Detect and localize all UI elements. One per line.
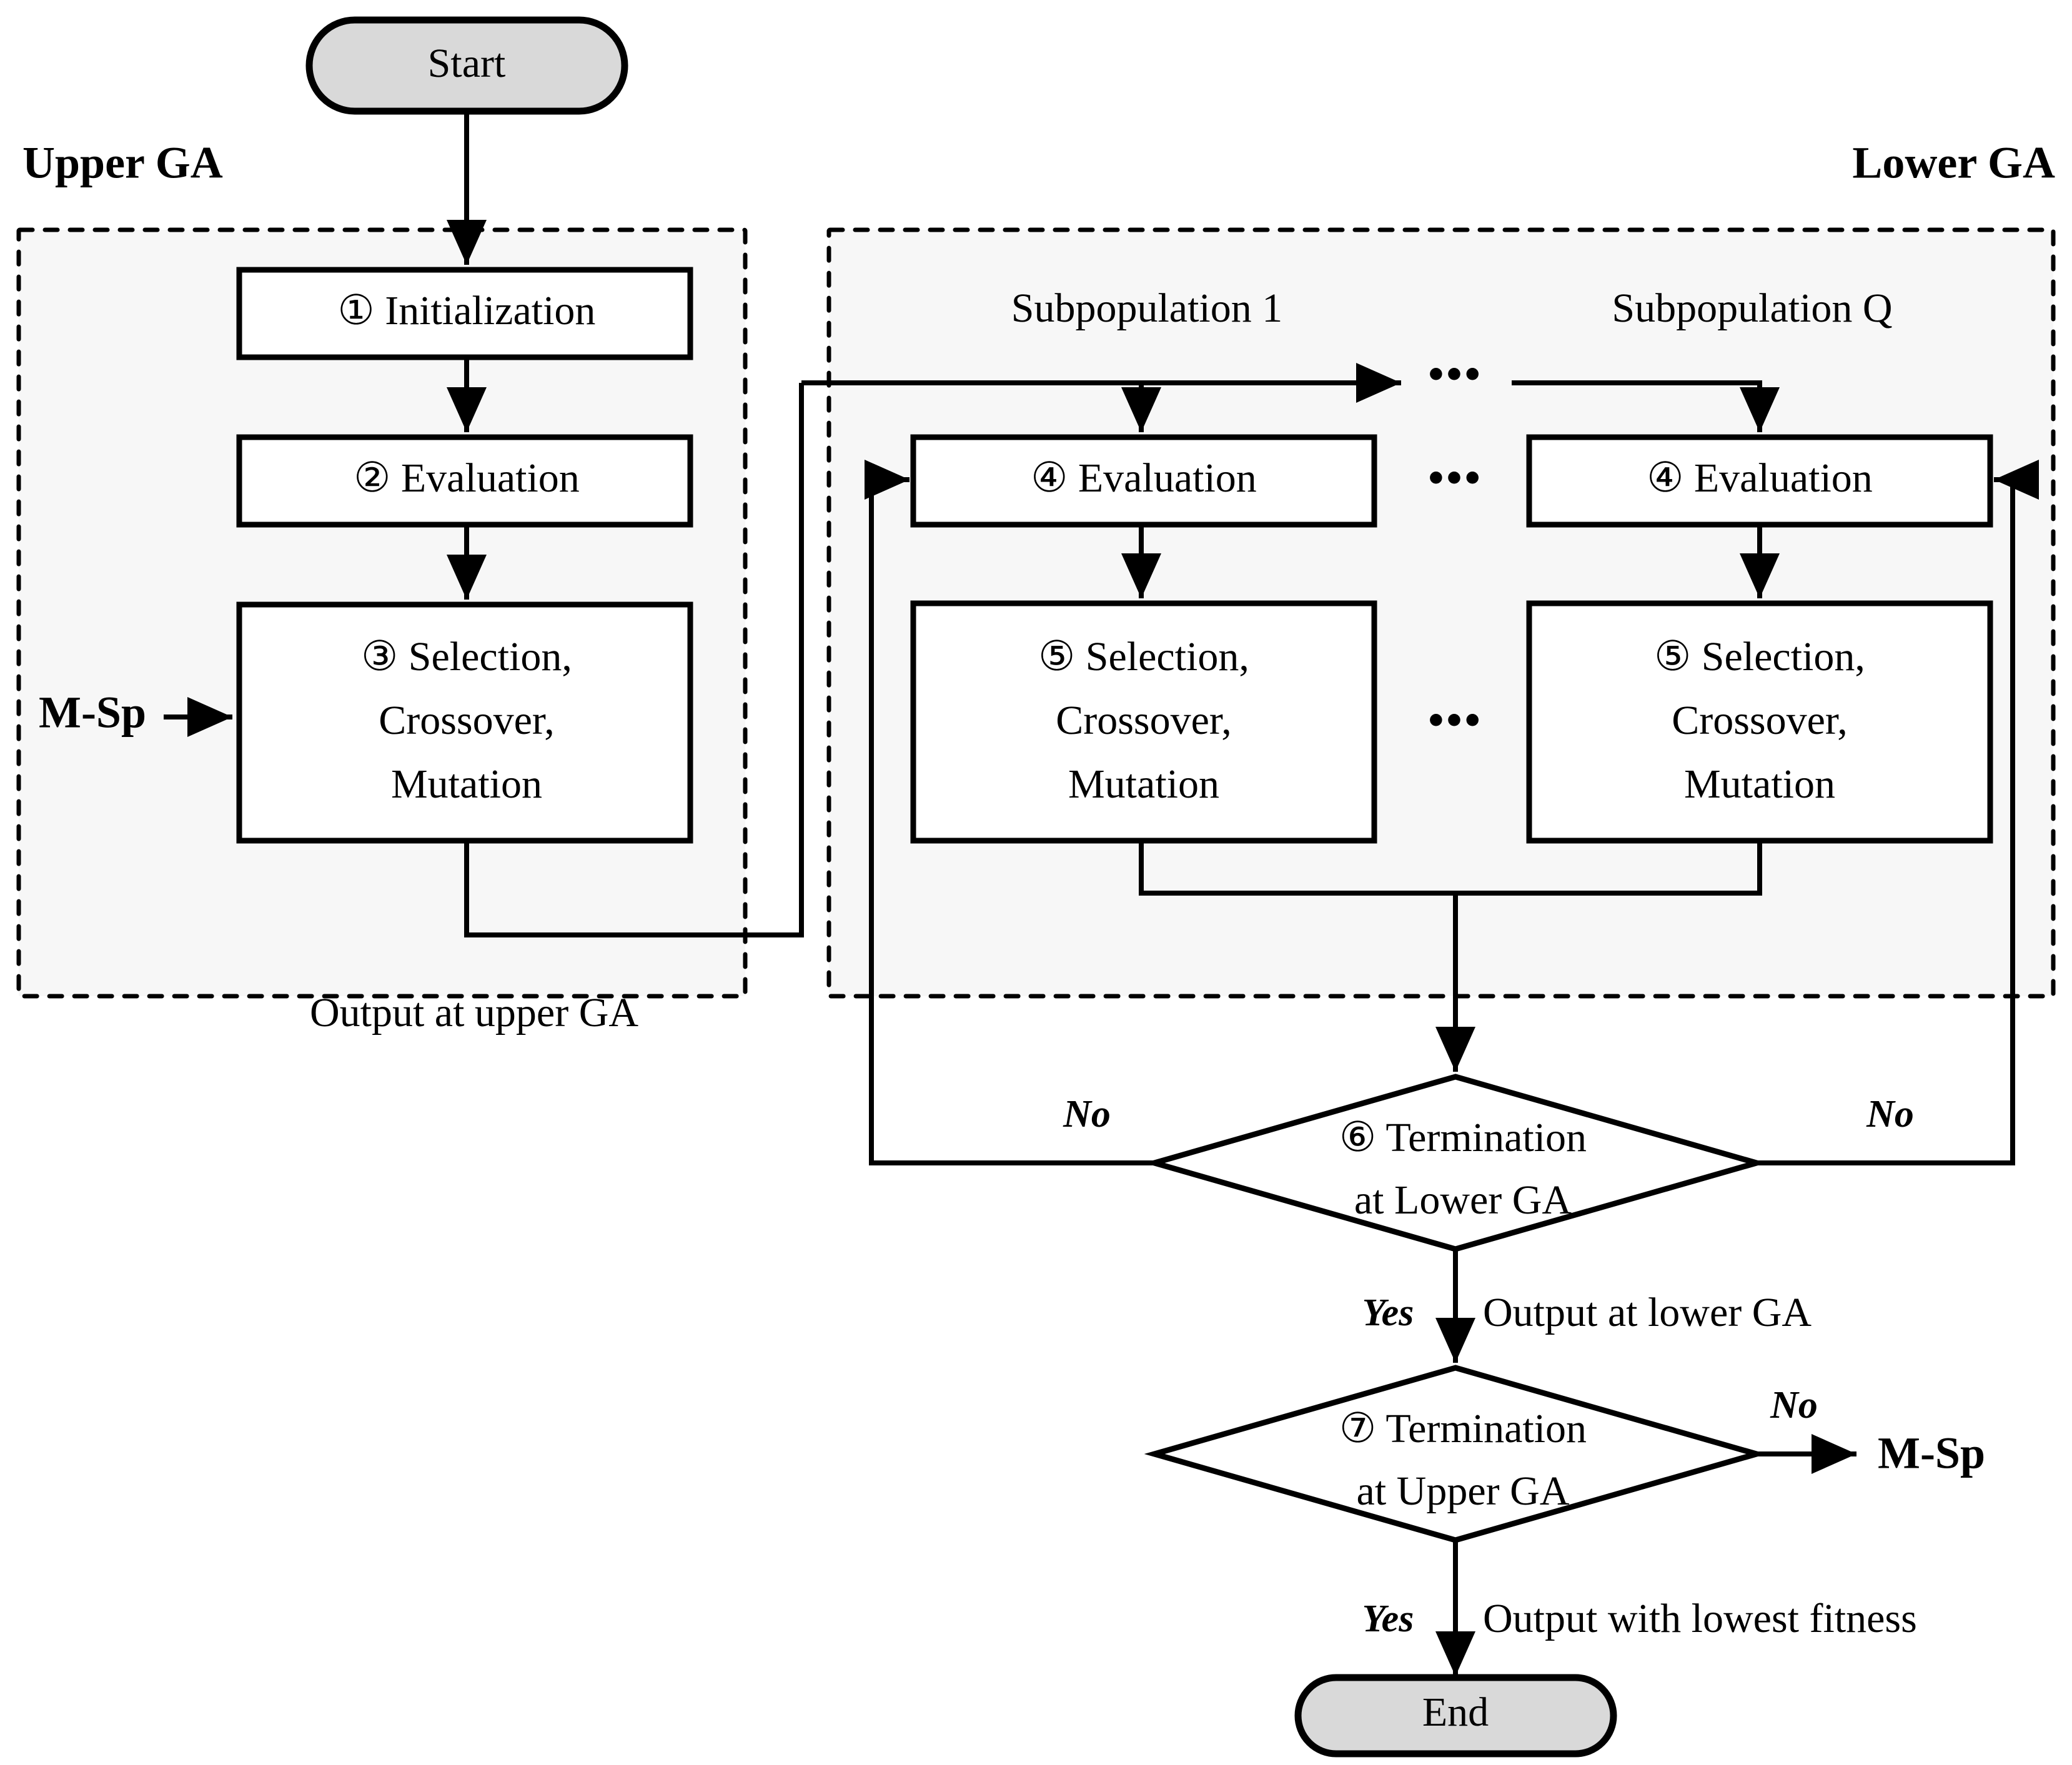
output-upper-ga-label: Output at upper GA (310, 990, 638, 1036)
step5-subq-line3: Mutation (1684, 761, 1835, 807)
end-label: End (1422, 1689, 1489, 1735)
step5-sub1-line2: Crossover, (1056, 698, 1232, 743)
step2-box (236, 434, 693, 528)
step6-diamond (1144, 1074, 1767, 1252)
step6-line2: at Lower GA (1354, 1177, 1572, 1223)
step3-label-line1: ③ Selection, (361, 634, 572, 680)
upper-ga-label: Upper GA (22, 138, 223, 188)
step5-subq-line1: ⑤ Selection, (1654, 634, 1865, 680)
no-upper-label: No (1770, 1384, 1818, 1426)
no-left-label: No (1063, 1093, 1111, 1135)
step5-subq-box (1526, 600, 1993, 844)
step7-diamond (1144, 1365, 1767, 1543)
output-lower-ga-label: Output at lower GA (1483, 1290, 1812, 1335)
step5-subq-line2: Crossover, (1672, 698, 1848, 743)
edge-merge-sub1 (1139, 841, 1455, 896)
yes-lower-label: Yes (1362, 1292, 1414, 1334)
step4-subq-label: ④ Evaluation (1647, 455, 1873, 501)
step5-sub1-box (910, 600, 1377, 844)
edge-output-upper-ga (464, 383, 804, 937)
no-right-label: No (1866, 1093, 1914, 1135)
yes-upper-label: Yes (1362, 1598, 1414, 1640)
output-lowest-fitness-label: Output with lowest fitness (1483, 1596, 1917, 1641)
step6-line1: ⑥ Termination (1339, 1115, 1587, 1160)
ellipsis-middle: ••• (1428, 453, 1483, 503)
ellipsis-bottom: ••• (1428, 695, 1483, 745)
edge-no-left-loop (869, 480, 1154, 1165)
m-sp-output-label: M-Sp (1878, 1428, 1985, 1478)
edge-no-right-loop (1757, 480, 2015, 1165)
step2-label: ② Evaluation (354, 455, 580, 501)
step3-label-line2: Crossover, (379, 698, 555, 743)
step7-line2: at Upper GA (1357, 1468, 1570, 1514)
lower-ga-label: Lower GA (1852, 138, 2055, 188)
ellipsis-top: ••• (1428, 349, 1483, 399)
step7-line1: ⑦ Termination (1339, 1406, 1587, 1451)
m-sp-input-label: M-Sp (39, 688, 146, 738)
edge-merge-subq (1455, 841, 1762, 896)
start-label: Start (428, 41, 506, 86)
end-node (1294, 1674, 1617, 1758)
subpopulation-1-label: Subpopulation 1 (1011, 285, 1283, 331)
step4-sub1-label: ④ Evaluation (1031, 455, 1257, 501)
step5-sub1-line3: Mutation (1068, 761, 1219, 807)
step5-sub1-line1: ⑤ Selection, (1038, 634, 1249, 680)
subpopulation-q-label: Subpopulation Q (1612, 285, 1892, 331)
step1-label: ① Initialization (338, 288, 596, 334)
step3-label-line3: Mutation (391, 761, 542, 807)
